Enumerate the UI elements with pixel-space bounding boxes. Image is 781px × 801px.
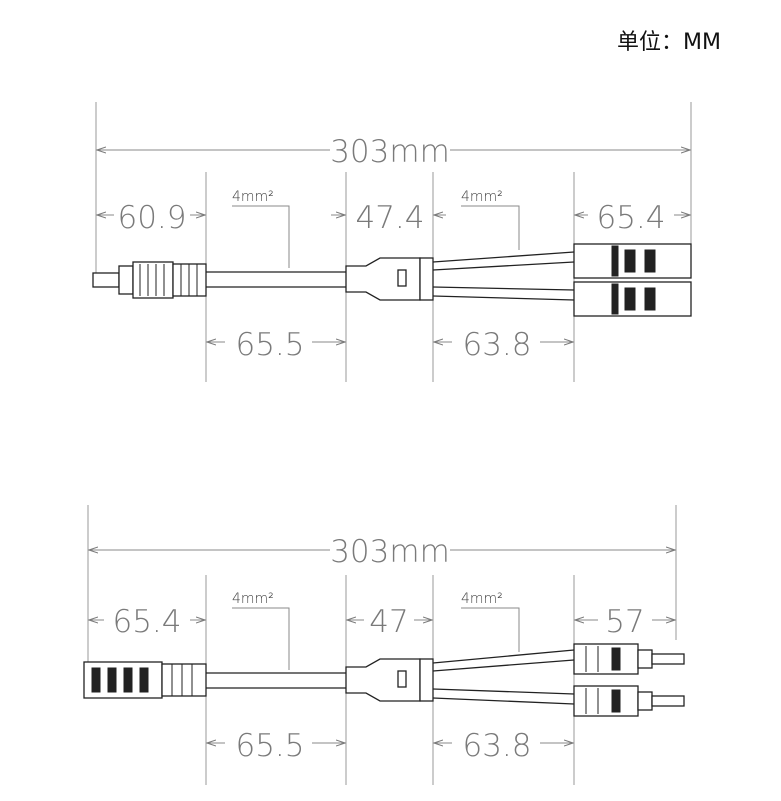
dim-branch-body: 47 <box>369 604 408 640</box>
overall-length-label: 303mm <box>330 534 450 570</box>
dim-right-cable: 63.8 <box>462 327 531 363</box>
overall-length-label: 303mm <box>330 134 450 170</box>
unit-label: 单位：MM <box>617 30 721 55</box>
wire-gauge-right: 4mm² <box>461 189 503 205</box>
dim-left-connector: 65.4 <box>112 604 181 640</box>
wire-gauge-left: 4mm² <box>232 591 274 607</box>
top-dimensions: 65.4 47 57 <box>89 604 675 640</box>
wire-gauge-right: 4mm² <box>461 591 503 607</box>
diagram-1: 303mm 60.9 47.4 65.4 4mm² 4mm² 65.5 <box>92 102 692 382</box>
bottom-dimensions: 65.5 63.8 <box>207 728 573 764</box>
dim-right-connectors: 57 <box>605 604 644 640</box>
wire-gauge-annotations: 4mm² 4mm² <box>232 189 520 268</box>
top-dimensions: 60.9 47.4 65.4 <box>97 200 690 236</box>
dim-right-cable: 63.8 <box>462 728 531 764</box>
overall-dimension: 303mm <box>89 534 675 570</box>
y-branch-cable-male-input <box>92 243 692 317</box>
bottom-dimensions: 65.5 63.8 <box>207 327 573 363</box>
dim-branch-body: 47.4 <box>355 200 424 236</box>
dim-left-cable: 65.5 <box>235 728 304 764</box>
diagram-2: 303mm 65.4 47 57 4mm² 4mm² 65.5 63.8 <box>83 505 685 785</box>
dim-left-connector: 60.9 <box>117 200 186 236</box>
overall-dimension: 303mm <box>97 134 690 170</box>
dim-right-connectors: 65.4 <box>596 200 665 236</box>
wire-gauge-annotations: 4mm² 4mm² <box>232 591 520 670</box>
wire-gauge-left: 4mm² <box>232 189 274 205</box>
dim-left-cable: 65.5 <box>235 327 304 363</box>
y-branch-cable-female-input <box>83 643 685 717</box>
